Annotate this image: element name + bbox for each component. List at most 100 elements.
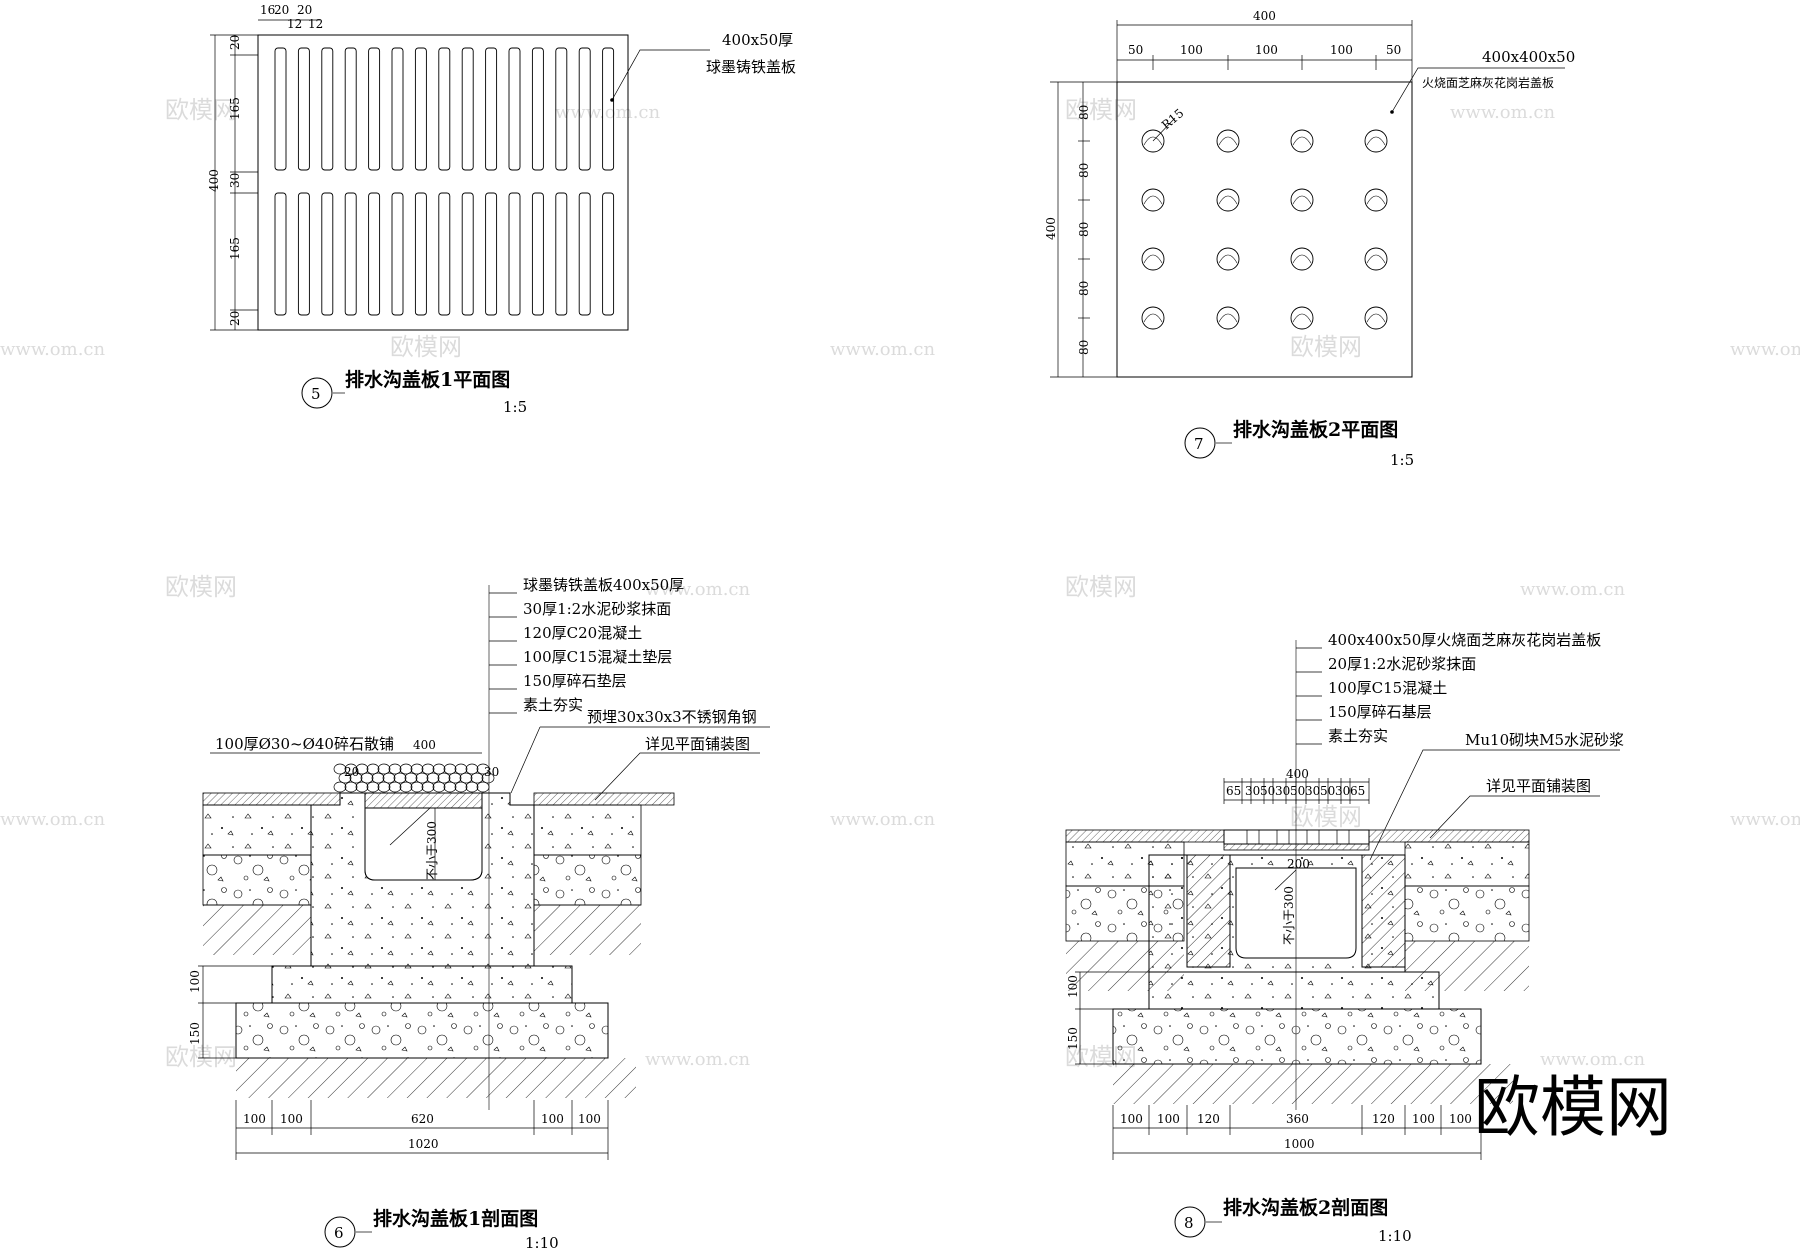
dim-label: 50: [1386, 43, 1401, 57]
dim-overall: 400: [1286, 767, 1309, 781]
dim-overall: 1020: [408, 1137, 439, 1151]
gravel-stone: [415, 772, 429, 784]
gravel-stone: [437, 772, 451, 784]
detail-number: 5: [311, 385, 321, 403]
gravel-stone: [371, 772, 385, 784]
drain-slot: [368, 47, 381, 171]
gravel-stone: [388, 781, 402, 793]
dim-label: 150: [1066, 1027, 1080, 1050]
gravel-stone: [399, 763, 413, 775]
drain-slot: [531, 47, 544, 171]
drain-slot: [414, 47, 427, 171]
dim-label: 100: [243, 1112, 266, 1126]
gravel-pile: [333, 763, 495, 793]
slot-grid: [274, 47, 615, 316]
dim-label: 100: [1255, 43, 1278, 57]
dim-label: 100: [1330, 43, 1353, 57]
dim-label: 100: [1180, 43, 1203, 57]
drain-slot: [555, 192, 568, 316]
drawing-scale: 1:10: [1378, 1227, 1412, 1245]
gravel-stone: [481, 772, 495, 784]
dim-label: 100: [1120, 1112, 1143, 1126]
watermark-url: www.om.cn: [830, 809, 936, 830]
layer-label: 素土夯实: [1328, 727, 1388, 745]
dim-label: 120: [1372, 1112, 1395, 1126]
dim-label: 65: [1226, 784, 1241, 798]
gravel-stone: [355, 763, 369, 775]
watermark-layer: 欧模网 www.om.cn 欧模网 www.om.cn www.om.cn 欧模…: [0, 96, 1800, 1071]
watermark-url: www.om.cn: [0, 809, 106, 830]
drain-slot: [274, 192, 287, 316]
layer-label: 150厚碎石基层: [1328, 703, 1432, 721]
dim-label: 80: [1077, 222, 1091, 237]
drawing-title: 排水沟盖板1平面图: [345, 368, 510, 391]
dim-label: 80: [1077, 105, 1091, 120]
drain-slot: [508, 47, 521, 171]
layer-label: 150厚碎石垫层: [523, 672, 627, 690]
gravel-stone: [421, 781, 435, 793]
drawing-title: 排水沟盖板2平面图: [1233, 418, 1398, 441]
gravel-stone: [443, 781, 457, 793]
dim-label: 30: [1335, 784, 1350, 798]
drain-hole: [1216, 247, 1240, 271]
dim-label: 12: [287, 17, 302, 31]
drain-slot: [555, 47, 568, 171]
watermark: 欧模网: [1065, 96, 1137, 124]
gravel-stone: [366, 763, 380, 775]
drain-slot: [578, 192, 591, 316]
callout-size: 400x400x50: [1482, 48, 1575, 66]
drain-hole: [1364, 247, 1388, 271]
drain-slot: [461, 47, 474, 171]
dim-label: 50: [1290, 784, 1305, 798]
gravel-note: 100厚Ø30~Ø40碎石散铺: [215, 735, 394, 753]
drain-slot: [344, 192, 357, 316]
drain-hole: [1141, 129, 1165, 153]
detail-number-circle: [1184, 427, 1216, 459]
dim-label: 620: [411, 1112, 434, 1126]
drawing-scale: 1:10: [525, 1234, 559, 1252]
drawing-5-plan: 16 20 20 12 12 20 165 30 165 20 400 400x…: [207, 3, 796, 416]
dim-label: 20: [297, 3, 312, 17]
drain-hole: [1141, 247, 1165, 271]
watermark: 欧模网: [1290, 333, 1362, 361]
layer-label: 400x400x50厚火烧面芝麻灰花岗岩盖板: [1328, 631, 1601, 649]
dim-label: 360: [1286, 1112, 1309, 1126]
gravel-stone: [355, 781, 369, 793]
dim-label: 20: [274, 3, 289, 17]
drain-slot: [578, 47, 591, 171]
drain-hole: [1290, 188, 1314, 212]
dim-overall: 400: [1044, 217, 1058, 240]
callout-material: 火烧面芝麻灰花岗岩盖板: [1422, 75, 1554, 90]
cover-plate-outline: [1116, 81, 1413, 378]
detail-number-circle: [301, 377, 333, 409]
dim-label: 16: [260, 3, 275, 17]
hole-grid: [1141, 129, 1388, 330]
gravel-stone: [465, 781, 479, 793]
paving-note: 详见平面铺装图: [1486, 777, 1591, 795]
drain-slot: [414, 192, 427, 316]
gravel-stone: [454, 781, 468, 793]
drain-slot: [297, 47, 310, 171]
dim-label: 100: [1066, 975, 1080, 998]
drain-hole: [1141, 306, 1165, 330]
dim-overall: 1000: [1284, 1137, 1315, 1151]
drain-slot: [274, 47, 287, 171]
watermark-url: www.om.cn: [1520, 579, 1626, 600]
watermark-url: www.om.cn: [1730, 339, 1800, 360]
drain-slot: [602, 47, 615, 171]
dim-label: 50: [1320, 784, 1335, 798]
dim-label: 100: [541, 1112, 564, 1126]
gravel-stone: [465, 763, 479, 775]
brand-logo: 欧模网: [1474, 1069, 1672, 1146]
dim-label: 80: [1077, 340, 1091, 355]
grate-cover: [364, 792, 483, 809]
dim-label: 30: [228, 173, 242, 188]
gravel-stone: [333, 763, 347, 775]
drain-slot: [297, 192, 310, 316]
gravel-stone: [349, 772, 363, 784]
gravel-stone: [404, 772, 418, 784]
dim-label: 120: [1197, 1112, 1220, 1126]
dim-overall: 400: [1253, 9, 1276, 23]
dim-label: 30: [1275, 784, 1290, 798]
gravel-stone: [470, 772, 484, 784]
